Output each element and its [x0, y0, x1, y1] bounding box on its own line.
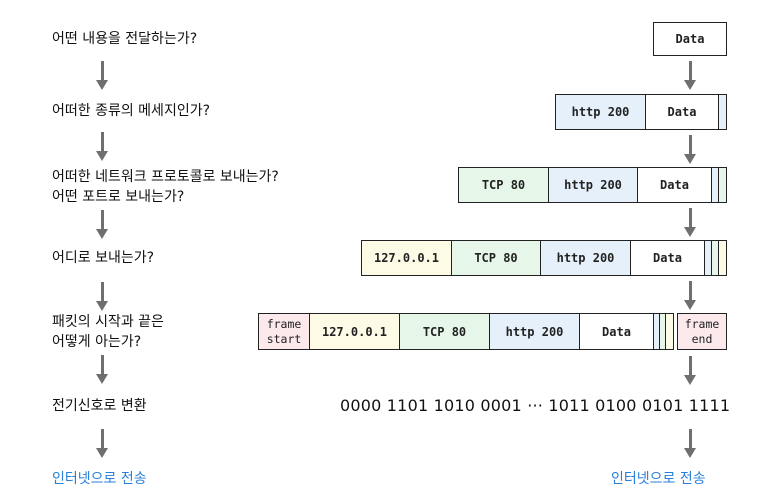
- packet-http-header: http 200: [548, 167, 638, 203]
- binary-signal: 0000 1101 1010 0001 ··· 1011 0100 0101 1…: [340, 396, 731, 415]
- packet-data: Data: [653, 22, 727, 56]
- packet-trailer-stripe: [718, 167, 727, 203]
- step-question-frame: 패킷의 시작과 끝은 어떻게 아는가?: [52, 312, 164, 352]
- packet-http-header: http 200: [555, 94, 646, 130]
- step-question-frame-line2: 어떻게 아는가?: [52, 334, 142, 350]
- packet-trailer-stripe: [718, 94, 727, 130]
- down-arrow-icon: [95, 61, 109, 91]
- packet-tcp-header: TCP 80: [399, 313, 490, 350]
- packet-ip-header: 127.0.0.1: [361, 240, 452, 276]
- packet-http-header: http 200: [489, 313, 580, 350]
- step-question-signal: 전기신호로 변환: [52, 398, 147, 414]
- packet-trailer-stripe: [665, 313, 674, 350]
- packet-tcp-header: TCP 80: [458, 167, 549, 203]
- step-question-protocol-line1: 어떠한 네트워크 프로토콜로 보내는가?: [52, 169, 279, 185]
- packet-http-header: http 200: [540, 240, 631, 276]
- packet-trailer-stripe: [718, 240, 727, 276]
- step-question-content: 어떤 내용을 전달하는가?: [52, 31, 198, 47]
- step-question-message-type: 어떠한 종류의 메세지인가?: [52, 103, 211, 119]
- step-question-protocol: 어떠한 네트워크 프로토콜로 보내는가? 어떤 포트로 보내는가?: [52, 167, 279, 207]
- down-arrow-icon: [683, 429, 697, 459]
- down-arrow-icon: [95, 132, 109, 162]
- down-arrow-icon: [683, 356, 697, 386]
- down-arrow-icon: [683, 61, 697, 91]
- down-arrow-icon: [95, 429, 109, 459]
- packet-ip-header: 127.0.0.1: [309, 313, 400, 350]
- down-arrow-icon: [95, 282, 109, 312]
- down-arrow-icon: [95, 210, 109, 240]
- packet-data: Data: [579, 313, 654, 350]
- down-arrow-icon: [683, 135, 697, 165]
- down-arrow-icon: [683, 281, 697, 311]
- packet-data: Data: [630, 240, 705, 276]
- packet-tcp-header: TCP 80: [451, 240, 541, 276]
- packet-data: Data: [645, 94, 719, 130]
- packet-data: Data: [637, 167, 712, 203]
- down-arrow-icon: [683, 208, 697, 238]
- down-arrow-icon: [95, 355, 109, 385]
- step-question-destination: 어디로 보내는가?: [52, 250, 155, 266]
- step-question-frame-line1: 패킷의 시작과 끝은: [52, 314, 164, 330]
- send-to-internet-label-right: 인터넷으로 전송: [611, 471, 706, 487]
- send-to-internet-label-left: 인터넷으로 전송: [52, 471, 147, 487]
- step-question-protocol-line2: 어떤 포트로 보내는가?: [52, 189, 185, 205]
